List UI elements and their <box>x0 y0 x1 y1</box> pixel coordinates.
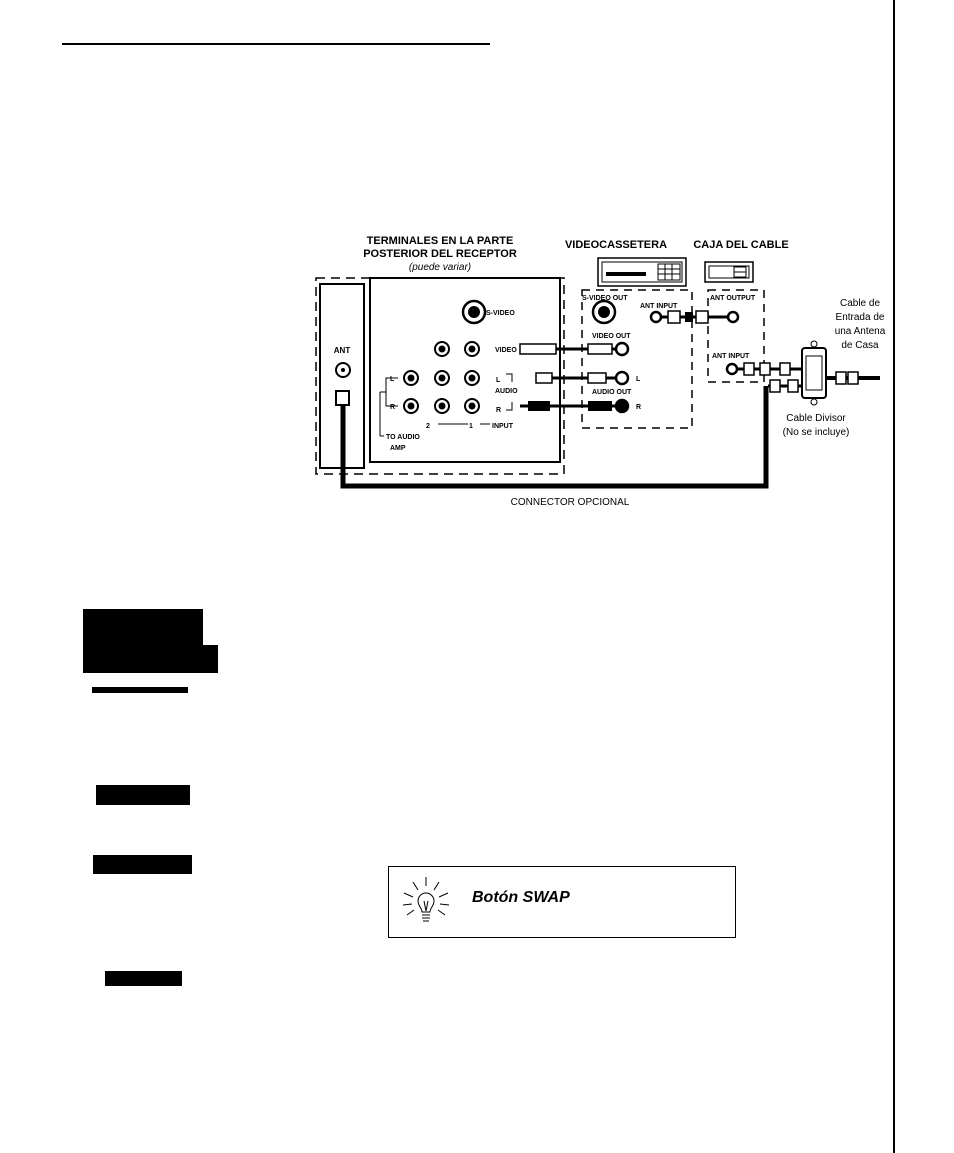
vcr-title: VIDEOCASSETERA <box>565 239 667 251</box>
antenna-label-2: Entrada de <box>836 312 885 323</box>
cable-splitter <box>738 340 880 406</box>
vcr-video-out-label: VIDEO OUT <box>592 333 631 340</box>
ant-label: ANT <box>334 346 351 355</box>
coax-vcr-box <box>662 310 728 324</box>
jack-grid <box>403 341 480 414</box>
optional-connector-cable <box>340 386 769 489</box>
tip-title: Botón SWAP <box>472 889 570 906</box>
box-ant-output-jack <box>726 310 740 324</box>
header-rule <box>62 43 490 45</box>
antenna-label-4: de Casa <box>841 340 879 351</box>
vcr-outline <box>581 289 693 429</box>
redacted-heading-block <box>83 609 203 647</box>
vcr-audio-l-jack <box>614 370 630 386</box>
vcr-audio-l-label: L <box>636 376 641 383</box>
svideo-label: S-VIDEO <box>486 310 515 317</box>
av-cables <box>519 343 616 411</box>
vcr-svideo-out-jack <box>591 299 617 325</box>
optional-connector-label: CONNECTOR OPCIONAL <box>511 497 630 508</box>
redacted-label-block <box>96 785 190 805</box>
vcr-ant-input-label: ANT INPUT <box>640 303 678 310</box>
vcr-audio-r-jack <box>614 398 630 414</box>
cable-box-title: CAJA DEL CABLE <box>693 239 788 251</box>
input-label: INPUT <box>492 423 514 430</box>
amp-r-label: R <box>390 404 395 411</box>
receiver-title-2: POSTERIOR DEL RECEPTOR <box>363 248 517 260</box>
svideo-jack <box>461 299 487 325</box>
connection-diagram: TERMINALES EN LA PARTE POSTERIOR DEL REC… <box>315 235 886 508</box>
redacted-heading-block <box>83 645 218 673</box>
margin-rule <box>893 0 895 1153</box>
video-label: VIDEO <box>495 347 517 354</box>
audio-r-label: R <box>496 407 501 414</box>
vcr-svideo-out-label: S-VIDEO OUT <box>582 295 628 302</box>
tip-box: Botón SWAP <box>388 866 736 938</box>
receiver-title-1: TERMINALES EN LA PARTE <box>367 235 514 247</box>
cable-box-outline <box>707 289 765 383</box>
box-ant-input-label: ANT INPUT <box>712 353 750 360</box>
vcr-audio-out-label: AUDIO OUT <box>592 389 632 396</box>
audio-l-label: L <box>496 377 501 384</box>
redacted-label-block <box>105 971 182 986</box>
receiver-note: (puede variar) <box>409 262 471 273</box>
ant-connector <box>335 390 350 406</box>
redacted-heading-underline <box>92 687 188 693</box>
vcr-ant-input-jack <box>649 310 663 324</box>
vcr-audio-r-label: R <box>636 404 641 411</box>
antenna-label-3: una Antena <box>835 326 886 337</box>
input-num-1: 1 <box>469 423 473 430</box>
lightbulb-icon <box>402 877 450 922</box>
splitter-label-1: Cable Divisor <box>786 413 846 424</box>
amp-label: AMP <box>390 445 406 452</box>
audio-label: AUDIO <box>495 388 518 395</box>
to-audio-label: TO AUDIO <box>386 434 420 441</box>
amp-l-label: L <box>390 376 395 383</box>
cable-box-device-icon <box>704 261 754 283</box>
splitter-label-2: (No se incluye) <box>783 427 850 438</box>
antenna-label-1: Cable de <box>840 298 880 309</box>
box-ant-output-label: ANT OUTPUT <box>710 295 756 302</box>
box-ant-input-jack <box>725 362 739 376</box>
vcr-video-out-jack <box>614 341 630 357</box>
redacted-label-block <box>93 855 192 874</box>
vcr-device-icon <box>597 257 687 287</box>
input-num-2: 2 <box>426 423 430 430</box>
